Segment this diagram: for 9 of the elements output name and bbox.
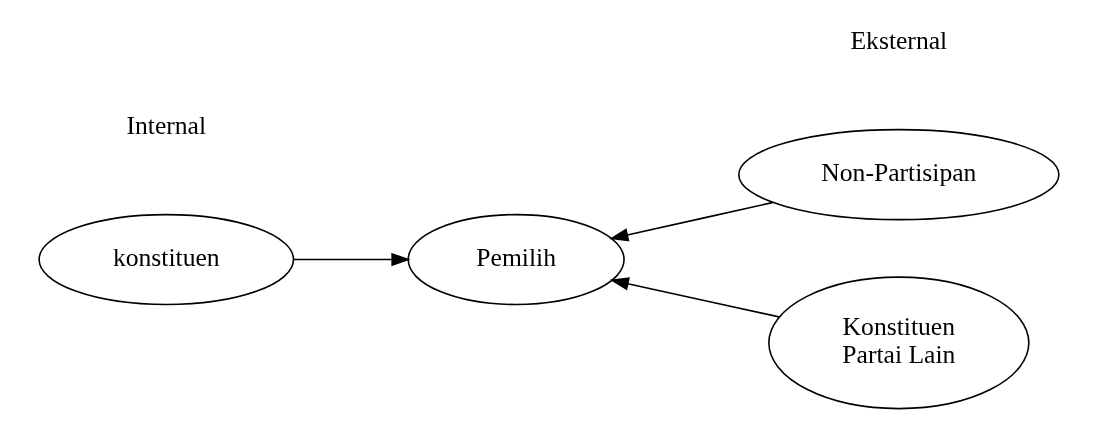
node-ellipse: Konstituen Partai Lain — [768, 276, 1030, 410]
arrow — [609, 277, 780, 318]
node-ellipse: Pemilih — [407, 213, 625, 306]
label: Internal — [126, 111, 207, 141]
arrow — [292, 252, 411, 267]
node-ellipse: Non-Partisipan — [738, 128, 1060, 221]
label: Eksternal — [850, 26, 948, 56]
arrow — [609, 201, 774, 242]
node-ellipse: konstituen — [38, 213, 295, 306]
